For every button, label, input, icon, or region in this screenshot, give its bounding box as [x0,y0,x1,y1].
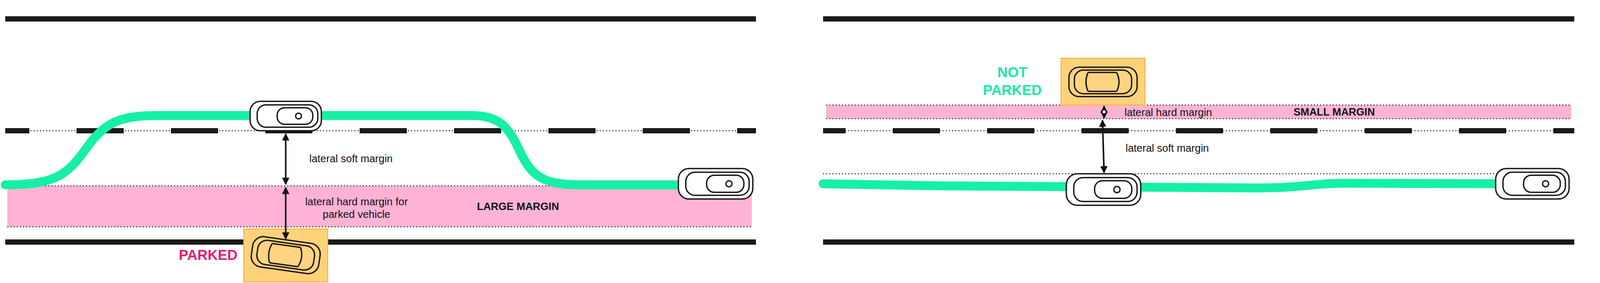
car-body [1066,173,1141,205]
car-body [1074,70,1132,94]
car-center [1114,186,1121,193]
car-body [1503,171,1566,196]
ego-trajectory [5,115,682,185]
car-body [1068,67,1138,97]
ego-car [250,101,322,131]
band-edge [826,104,1572,106]
car-roof [272,243,301,248]
margin-label: LARGE MARGIN [477,200,560,212]
lane-divider [823,127,1575,134]
car-roof [1087,90,1117,93]
car-body [250,234,322,275]
car-center [295,112,302,119]
ego-car [678,168,753,199]
margin-arrow [285,133,287,185]
car-center [1542,180,1549,187]
obstacle-box: NOT PARKED [1061,58,1145,105]
margin-band [7,185,752,227]
car-center [726,180,733,187]
margin-arrow [1102,120,1105,173]
margin-label: SMALL MARGIN [1293,106,1375,117]
car-body [257,104,319,128]
other-car [250,234,322,275]
band-edge [826,117,1572,120]
ego-car [1495,168,1570,199]
car-body [250,101,322,131]
car-body [255,238,317,271]
car-roof [1087,71,1117,74]
lane-dotted-line [823,130,1575,132]
car-body [678,168,753,199]
car-body [685,171,750,196]
margin-arrow [285,187,287,239]
lane-dotted-line [5,130,756,132]
car-roof [269,262,298,267]
ego-trajectory [823,182,1500,188]
annotation-label: lateral hard margin for parked vehicle [296,195,417,221]
other-car [1068,67,1138,97]
lane-divider [5,127,756,134]
margin-dot [1101,109,1107,114]
band-edge [7,225,752,227]
car-window [267,242,304,267]
car-window [1086,72,1120,92]
status-label: NOT PARKED [982,63,1042,100]
annotation-label: lateral hard margin [1124,105,1213,119]
car-body [1073,177,1138,202]
car-body [277,107,313,124]
road-edge [823,239,1575,245]
margin-band [826,104,1572,119]
road-edge [5,16,756,22]
car-body [1495,168,1570,199]
road-edge [5,239,756,245]
road-edge [823,16,1575,22]
obstacle-box: PARKED [243,228,328,282]
car-body [706,175,744,192]
soft-margin-line [823,173,1500,175]
annotation-label: lateral soft margin [1125,141,1209,155]
status-label: PARKED [178,246,238,265]
annotation-label: lateral soft margin [309,152,393,165]
ego-car [1066,173,1141,205]
obstacle-box [1061,58,1145,105]
car-body [1094,180,1132,199]
car-body [1523,175,1561,192]
